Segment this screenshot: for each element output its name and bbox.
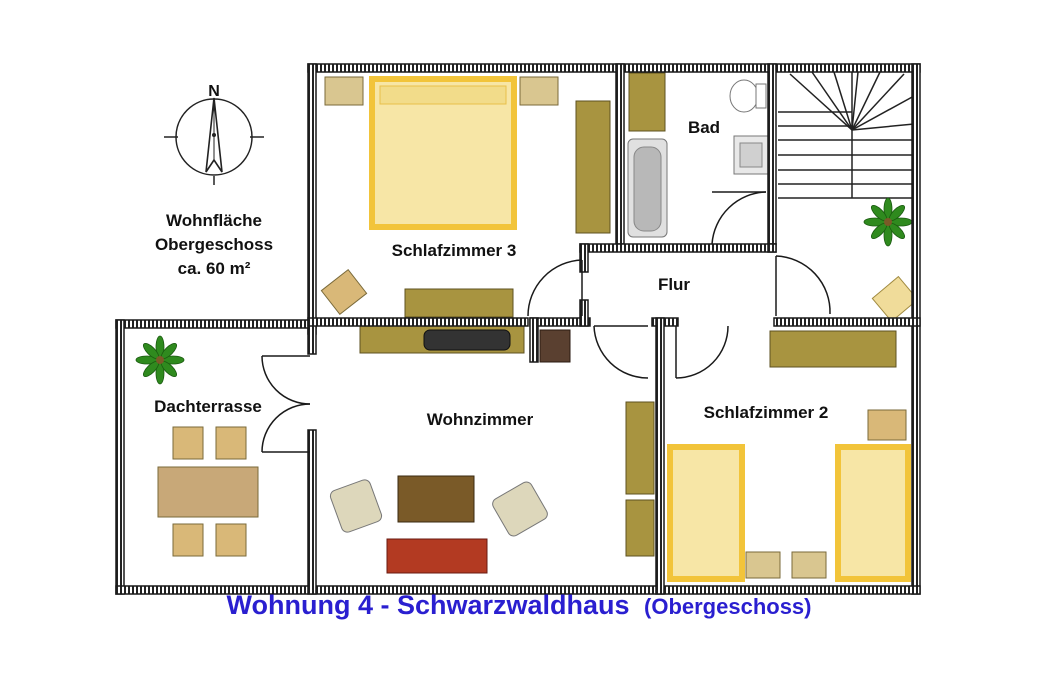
coffee-table bbox=[397, 475, 475, 523]
terrace-furniture bbox=[157, 426, 259, 557]
info-line-2: Obergeschoss bbox=[155, 235, 273, 254]
shelf bbox=[625, 499, 655, 557]
chair bbox=[172, 523, 204, 557]
room-label-bedroom3: Schlafzimmer 3 bbox=[392, 241, 517, 260]
armchair bbox=[867, 409, 907, 441]
compass-rose: N bbox=[164, 83, 264, 185]
chair bbox=[215, 426, 247, 460]
armchair bbox=[329, 479, 383, 533]
doors bbox=[261, 191, 831, 453]
walls bbox=[115, 63, 921, 595]
sideboard bbox=[404, 288, 514, 318]
room-label-living: Wohnzimmer bbox=[427, 410, 534, 429]
bedroom3-furniture bbox=[320, 76, 611, 318]
dining-table bbox=[157, 466, 259, 518]
room-label-bedroom2: Schlafzimmer 2 bbox=[704, 403, 829, 422]
single-bed bbox=[667, 444, 745, 582]
room-label-hall: Flur bbox=[658, 275, 690, 294]
sideboard bbox=[769, 330, 897, 368]
tv bbox=[423, 329, 511, 351]
armchair bbox=[320, 269, 368, 315]
nightstand bbox=[791, 551, 827, 579]
staircase bbox=[778, 71, 915, 199]
info-line-3: ca. 60 m² bbox=[178, 259, 251, 278]
single-bed bbox=[835, 444, 911, 582]
room-label-terrace: Dachterrasse bbox=[154, 397, 262, 416]
armchair bbox=[492, 481, 548, 537]
shelf bbox=[625, 401, 655, 495]
plan-caption: Wohnung 4 - Schwarzwaldhaus (Obergeschos… bbox=[0, 590, 1038, 621]
chair bbox=[172, 426, 204, 460]
living-furniture bbox=[329, 324, 655, 574]
compass-north-label: N bbox=[208, 83, 220, 100]
nightstand bbox=[519, 76, 559, 106]
plant-icon bbox=[135, 335, 185, 385]
wardrobe bbox=[575, 100, 611, 234]
side-cabinet bbox=[539, 329, 571, 363]
bedroom2-furniture bbox=[667, 330, 911, 582]
stair-table bbox=[871, 275, 919, 323]
room-label-bath: Bad bbox=[688, 118, 720, 137]
nightstand bbox=[324, 76, 364, 106]
plant-icon bbox=[863, 197, 913, 247]
caption-subtitle: (Obergeschoss) bbox=[644, 594, 812, 619]
bath-furniture bbox=[627, 72, 769, 238]
floor-plan: N Wohnfläche Obergeschoss ca. 60 m² bbox=[115, 63, 921, 595]
toilet bbox=[729, 79, 759, 113]
info-line-1: Wohnfläche bbox=[166, 211, 262, 230]
nightstand bbox=[745, 551, 781, 579]
caption-title: Wohnung 4 - Schwarzwaldhaus bbox=[226, 590, 630, 620]
cabinet bbox=[628, 72, 666, 132]
rug bbox=[386, 538, 488, 574]
chair bbox=[215, 523, 247, 557]
